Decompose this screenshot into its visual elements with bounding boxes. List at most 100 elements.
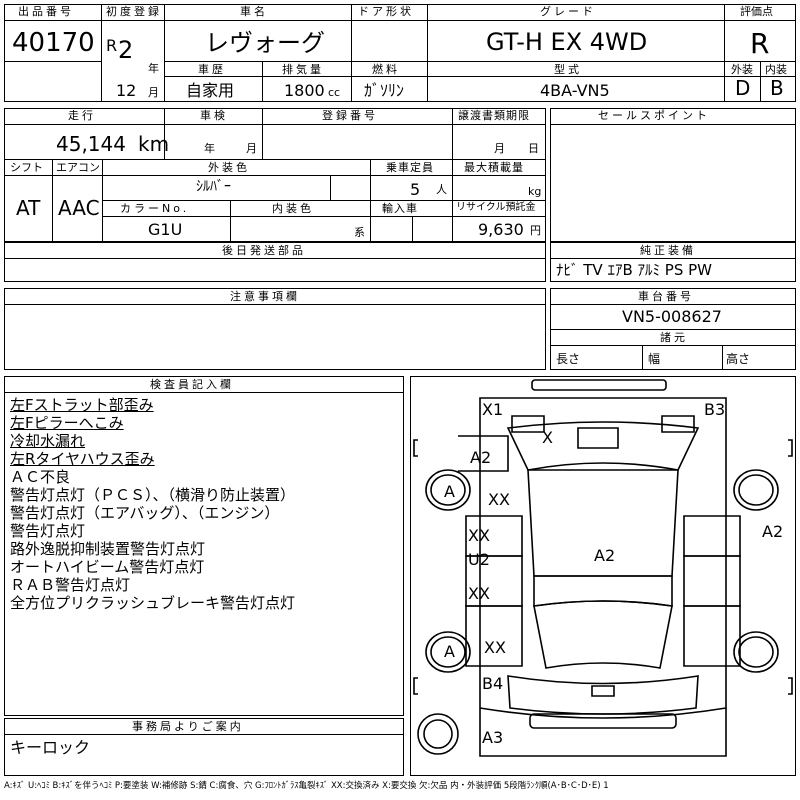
interior-label: 内装 <box>765 63 787 76</box>
sales-point-label: セールスポイント <box>598 109 710 122</box>
import-label: 輸入車 <box>382 202 418 215</box>
max-load-unit: kg <box>528 185 542 198</box>
shift-label: シフト <box>10 161 43 174</box>
interior-grade: B <box>770 76 784 100</box>
lot-number: 40170 <box>12 28 95 58</box>
chassis-number: VN5-008627 <box>622 307 722 326</box>
width-label: 幅 <box>648 352 661 366</box>
inspection-label: 車検 <box>200 109 228 122</box>
transfer-deadline-label: 譲渡書類期限 <box>458 109 530 122</box>
displacement-label: 排気量 <box>282 63 324 76</box>
length-label: 長さ <box>556 352 581 366</box>
transfer-day-unit: 日 <box>528 142 539 155</box>
inspector-label: 検査員記入欄 <box>150 378 234 391</box>
inspector-line: 左Fピラーへこみ <box>10 414 124 432</box>
header-frame <box>4 4 796 102</box>
inspector-frame <box>4 376 404 716</box>
mileage-label: 走行 <box>68 109 96 122</box>
inspector-line: ＡＣ不良 <box>10 468 71 486</box>
inspector-line: 路外逸脱抑制装置警告灯点灯 <box>10 540 206 558</box>
grade-label: グレード <box>540 5 596 18</box>
max-load-label: 最大積載量 <box>464 161 524 174</box>
mileage: 45,144 <box>56 132 126 156</box>
displacement-unit: cc <box>328 86 341 99</box>
capacity: 5 <box>410 180 421 199</box>
score: R <box>750 27 770 60</box>
car-outline <box>413 379 793 757</box>
height-label: 高さ <box>726 352 751 366</box>
later-parts-label: 後日発送部品 <box>222 244 306 257</box>
legend: A:ｷｽﾞ U:ﾍｺﾐ B:ｷｽﾞを伴うﾍｺﾐ P:要塗装 W:補修跡 S:錆 … <box>4 781 609 791</box>
era-year: 2 <box>118 36 134 64</box>
car-name-label: 車名 <box>240 5 268 18</box>
notes-label: 注意事項欄 <box>230 290 300 303</box>
score-label: 評価点 <box>740 5 773 18</box>
door-label: ドア形状 <box>358 5 414 18</box>
mark-a2-right: A2 <box>762 522 784 541</box>
shift: AT <box>16 196 41 220</box>
exterior-color-label: 外装色 <box>208 161 250 174</box>
mileage-unit: km <box>138 132 170 156</box>
mark-xx-left-1: XX <box>468 526 490 545</box>
recycle-fee: 9,630 <box>478 220 524 239</box>
sales-point-frame <box>550 108 796 242</box>
first-registration-label: 初度登録 <box>106 5 162 18</box>
model-code-label: 型式 <box>554 63 582 76</box>
interior-color-label: 内装色 <box>272 202 314 215</box>
transfer-month-unit: 月 <box>494 142 505 155</box>
notes-frame <box>4 288 546 370</box>
mark-x-top: X <box>542 428 553 447</box>
exterior-color: ｼﾙﾊﾞｰ <box>196 179 231 195</box>
equipment: ﾅﾋﾞ TV ｴｱB ｱﾙﾐ PS PW <box>556 261 712 279</box>
model-code: 4BA-VN5 <box>540 81 610 100</box>
lot-number-label: 出品番号 <box>18 5 74 18</box>
registration-number-label: 登録番号 <box>322 109 378 122</box>
inspector-line: 左Rタイヤハウス歪み <box>10 450 155 468</box>
displacement: 1800 <box>284 81 325 100</box>
color-number: G1U <box>148 220 183 239</box>
history: 自家用 <box>186 81 235 100</box>
inspector-line: 警告灯点灯（ＰＣＳ）、（横滑り防止装置） <box>10 486 296 504</box>
mark-x1: X1 <box>482 400 504 419</box>
exterior-label: 外装 <box>731 63 753 76</box>
office-frame <box>4 718 404 776</box>
history-label: 車歴 <box>198 63 226 76</box>
inspector-line: オートハイビーム警告灯点灯 <box>10 558 205 576</box>
inspection-month-unit: 月 <box>246 142 257 155</box>
grade: GT-H EX 4WD <box>486 28 648 56</box>
inspection-year-unit: 年 <box>204 142 215 155</box>
mark-u2: U2 <box>468 550 490 569</box>
mark-xx-rear-left: XX <box>484 638 506 657</box>
mark-xx-front-left: XX <box>488 490 510 509</box>
mark-a2-left: A2 <box>470 448 492 467</box>
inspector-line: 警告灯点灯 <box>10 522 86 540</box>
era: R <box>106 36 118 55</box>
inspector-line: ＲＡＢ警告灯点灯 <box>10 576 131 594</box>
damage-diagram <box>410 376 796 776</box>
recycle-label: リサイクル預託金 <box>456 202 536 213</box>
inspector-line: 全方位プリクラッシュブレーキ警告灯点灯 <box>10 594 296 612</box>
mark-xx-left-2: XX <box>468 584 490 603</box>
capacity-unit: 人 <box>436 183 447 196</box>
office-text: キーロック <box>10 738 91 757</box>
month-unit: 月 <box>148 86 159 99</box>
mark-a2-center: A2 <box>594 546 616 565</box>
specs-label: 諸元 <box>660 331 688 344</box>
mark-a-rear-left-tire: A <box>444 642 455 661</box>
later-parts-frame <box>4 242 546 282</box>
color-number-label: カラーNo. <box>120 202 190 215</box>
car-name: レヴォーグ <box>205 29 325 57</box>
ac-label: エアコン <box>56 161 100 174</box>
equipment-label: 純正装備 <box>640 244 696 257</box>
mark-b4: B4 <box>482 674 504 693</box>
mark-a3: A3 <box>482 728 504 747</box>
air-conditioner: AAC <box>58 196 100 220</box>
fuel-label: 燃料 <box>372 63 400 76</box>
inspector-line: 警告灯点灯（エアバッグ）、（エンジン） <box>10 504 280 522</box>
exterior-grade: D <box>735 76 751 100</box>
interior-color-unit: 系 <box>354 226 365 239</box>
fuel: ｶﾞｿﾘﾝ <box>364 81 405 100</box>
registration-month: 12 <box>116 81 137 100</box>
inspector-line: 冷却水漏れ <box>10 432 86 450</box>
capacity-label: 乗車定員 <box>386 161 434 174</box>
